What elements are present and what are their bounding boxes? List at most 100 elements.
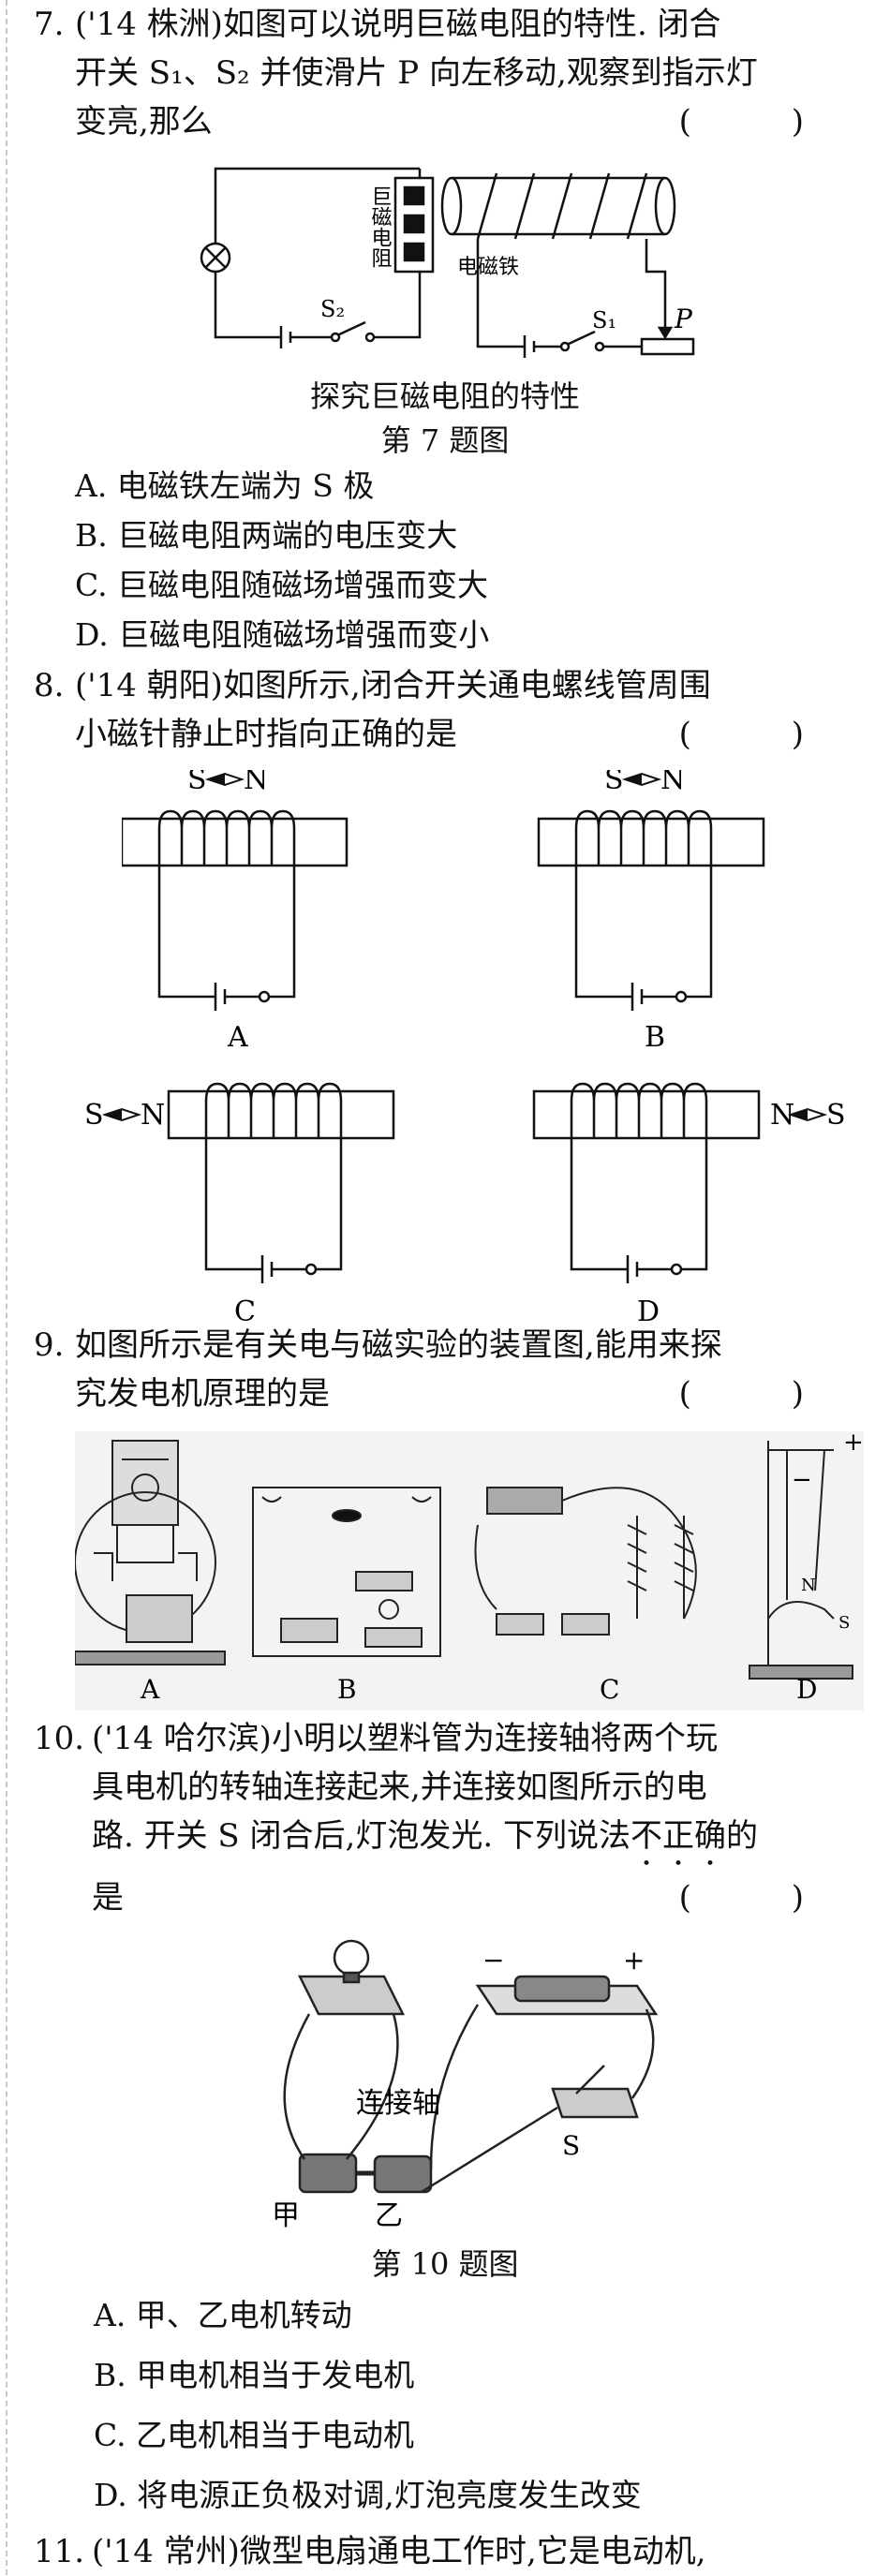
margin-dashed-line [6, 0, 7, 2575]
q8b-solenoid [537, 809, 765, 1013]
q11-line-1: 11.('14 常州)微型电扇通电工作时,它是电动机, [34, 2527, 858, 2576]
q8a-compass-needle [207, 773, 243, 786]
q7-circuit-figure: 电磁铁 S₁ S₂ P 巨磁电阻 [200, 167, 695, 358]
q9d-minus-mark: − [792, 1466, 812, 1494]
q8-answer-bracket: ( ) [678, 716, 849, 753]
q7-option-c[interactable]: C. 巨磁电阻随磁场增强而变大 [75, 567, 489, 603]
q7-option-d[interactable]: D. 巨磁电阻随磁场增强而变小 [75, 616, 490, 653]
q8c-needle-n: N [141, 1099, 165, 1132]
gmr-label: 巨磁电阻 [368, 185, 393, 268]
q10-option-a[interactable]: A. 甲、乙电机转动 [94, 2297, 352, 2333]
q9-answer-bracket: ( ) [678, 1375, 849, 1413]
q8c-needle-s: S [84, 1099, 104, 1132]
q8d-solenoid [532, 1082, 761, 1285]
battery-plus-label: + [623, 1945, 645, 1976]
switch-s-label: S [562, 2130, 580, 2161]
q9d-s-mark: S [838, 1613, 850, 1633]
q7-figure-title: 探究巨磁电阻的特性 [309, 378, 580, 414]
q9-apparatus-a [75, 1440, 226, 1666]
q8b-compass-needle [624, 773, 660, 786]
q8-figure-c: S N C [84, 1082, 395, 1328]
q10-circuit-figure: 甲 乙 连接轴 S − + [272, 1939, 659, 2229]
q7-number: 7. [34, 6, 65, 43]
q9-apparatus-figure: + − N S A B C D [75, 1431, 864, 1710]
q9-apparatus-d [749, 1441, 853, 1680]
q8-number: 8. [34, 667, 65, 704]
q9-label-b: B [337, 1674, 357, 1705]
q8-label-a: A [227, 1021, 248, 1054]
q9-line-1: 9. 如图所示是有关电与磁实验的装置图,能用来探 [34, 1321, 858, 1369]
q9-number: 9. [34, 1326, 65, 1364]
q9-text-1: 如图所示是有关电与磁实验的装置图,能用来探 [75, 1326, 722, 1364]
q9-label-d: D [796, 1674, 817, 1705]
question-8: 8. ('14 朝阳)如图所示,闭合开关通电螺线管周围 小磁针静止时指向正确的是 (… [34, 661, 858, 759]
q9-text-2: 究发电机原理的是 [75, 1375, 330, 1413]
q10-option-b[interactable]: B. 甲电机相当于发电机 [94, 2357, 415, 2393]
q10-text-3a: 路. 开关 S 闭合后,灯泡发光. 下列说法 [92, 1817, 630, 1855]
rheostat [640, 337, 695, 356]
q8-label-c: C [234, 1295, 256, 1328]
question-10: 10.('14 哈尔滨)小明以塑料管为连接轴将两个玩 具电机的转轴连接起来,并连… [34, 1714, 858, 1922]
q8d-compass-needle [790, 1108, 825, 1121]
q10-figure-caption: 第 10 题图 [371, 2246, 519, 2282]
motor-jia-label: 甲 [272, 2199, 300, 2229]
q8-line-2: 小磁针静止时指向正确的是 ( ) [34, 710, 858, 759]
q8-label-d: D [637, 1295, 660, 1328]
s1-label: S₁ [592, 307, 616, 333]
s2-label: S₂ [320, 296, 345, 322]
q11-number: 11. [34, 2533, 85, 2570]
q9-apparatus-b [252, 1487, 441, 1657]
q8c-compass-needle [104, 1108, 140, 1121]
motor-yi-label: 乙 [375, 2199, 403, 2229]
q9d-plus-mark: + [843, 1431, 864, 1457]
q8d-needle-s: S [826, 1099, 846, 1132]
q8-figure-d: N S D [532, 1082, 846, 1328]
q9-label-c: C [600, 1674, 619, 1705]
q8a-needle-s: S [187, 770, 207, 796]
q8b-needle-s: S [604, 770, 624, 796]
q7-option-a[interactable]: A. 电磁铁左端为 S 极 [75, 467, 375, 504]
axle-label: 连接轴 [356, 2087, 440, 2120]
q8-text-2: 小磁针静止时指向正确的是 [75, 716, 457, 753]
q10-text-3c: 的 [725, 1817, 758, 1855]
q8-figure-a: S N A [122, 770, 349, 1054]
q10-text-4: 是 [92, 1879, 124, 1917]
q10-answer-bracket: ( ) [678, 1879, 849, 1917]
q11-text-1: ('14 常州)微型电扇通电工作时,它是电动机, [92, 2533, 706, 2570]
q10-option-d[interactable]: D. 将电源正负极对调,灯泡亮度发生改变 [94, 2477, 642, 2513]
q7-line-3: 变亮,那么 ( ) [34, 97, 858, 146]
q10-number: 10. [34, 1720, 85, 1757]
q7-text-1: ('14 株洲)如图可以说明巨磁电阻的特性. 闭合 [75, 6, 721, 43]
q8-text-1: ('14 朝阳)如图所示,闭合开关通电螺线管周围 [75, 667, 711, 704]
q8-line-1: 8. ('14 朝阳)如图所示,闭合开关通电螺线管周围 [34, 661, 858, 710]
q7-line-1: 7. ('14 株洲)如图可以说明巨磁电阻的特性. 闭合 [34, 0, 858, 49]
q8a-needle-n: N [244, 770, 268, 796]
q7-text-3: 变亮,那么 [75, 103, 213, 141]
q10-emphasis-not-correct: 不正确 [630, 1817, 726, 1855]
q10-text-1: ('14 哈尔滨)小明以塑料管为连接轴将两个玩 [92, 1720, 718, 1757]
q7-option-b[interactable]: B. 巨磁电阻两端的电压变大 [75, 517, 458, 554]
q10-line-3: 路. 开关 S 闭合后,灯泡发光. 下列说法不正确的 [34, 1812, 858, 1873]
q8c-solenoid [167, 1082, 395, 1285]
q8-label-b: B [645, 1021, 665, 1054]
q10-line-4: 是 ( ) [34, 1873, 858, 1922]
q8a-solenoid [122, 809, 349, 1013]
q7-answer-bracket: ( ) [678, 103, 849, 141]
q10-line-2: 具电机的转轴连接起来,并连接如图所示的电 [92, 1769, 707, 1806]
q10-line-1: 10.('14 哈尔滨)小明以塑料管为连接轴将两个玩 [34, 1714, 858, 1763]
q8b-needle-n: N [660, 770, 685, 796]
q7-figure-caption: 第 7 题图 [380, 422, 510, 458]
q8-figure-b: S N B [537, 770, 765, 1054]
q9-line-2: 究发电机原理的是 ( ) [34, 1369, 858, 1418]
q10-option-c[interactable]: C. 乙电机相当于电动机 [94, 2417, 415, 2453]
battery-minus-label: − [482, 1945, 504, 1976]
q7-line-2: 开关 S₁、S₂ 并使滑片 P 向左移动,观察到指示灯 [75, 54, 758, 92]
slider-p-label: P [674, 303, 693, 334]
q9d-n-mark: N [801, 1576, 816, 1595]
question-7: 7. ('14 株洲)如图可以说明巨磁电阻的特性. 闭合 开关 S₁、S₂ 并使滑… [34, 0, 858, 146]
q9-apparatus-c [474, 1487, 697, 1636]
question-11: 11.('14 常州)微型电扇通电工作时,它是电动机, [34, 2527, 858, 2576]
electromagnet-label: 电磁铁 [457, 256, 519, 279]
question-9: 9. 如图所示是有关电与磁实验的装置图,能用来探 究发电机原理的是 ( ) [34, 1321, 858, 1418]
